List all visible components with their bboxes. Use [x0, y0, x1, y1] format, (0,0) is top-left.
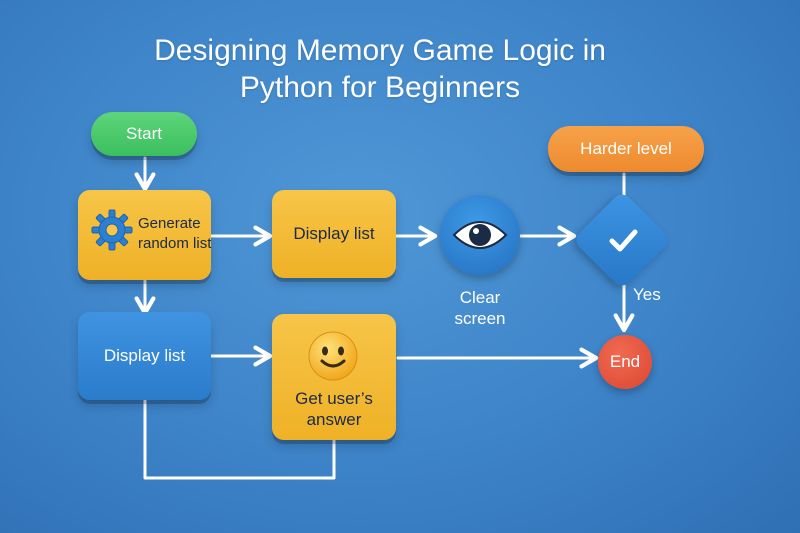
yes-edge-label: Yes: [633, 285, 661, 304]
generate-list-label: Generate random list: [138, 215, 212, 252]
title-line-2: Python for Beginners: [239, 71, 521, 104]
title-line-1: Designing Memory Game Logic in: [154, 34, 606, 67]
display-list-top-label: Display list: [293, 224, 375, 243]
page-title: Designing Memory Game Logic in Python fo…: [0, 32, 760, 106]
gear-icon: [91, 209, 133, 251]
end-label: End: [609, 352, 641, 371]
edge-loop-back: [143, 398, 336, 480]
harder-level-node: Harder level: [548, 126, 704, 172]
clear-screen-node: [440, 195, 520, 275]
eye-icon: [452, 221, 508, 249]
checkmark-icon: [609, 229, 638, 252]
start-node: Start: [91, 112, 197, 156]
get-answer-label: Get user’s answer: [295, 389, 373, 429]
harder-level-label: Harder level: [580, 139, 672, 158]
end-node: End: [598, 335, 652, 389]
start-label: Start: [126, 124, 162, 143]
display-list-bottom-label: Display list: [103, 346, 186, 365]
display-list-bottom-node: Display list: [78, 312, 211, 400]
clear-screen-label: Clear screen: [454, 288, 506, 328]
display-list-top-node: Display list: [272, 190, 396, 278]
smiley-icon: [308, 331, 358, 381]
